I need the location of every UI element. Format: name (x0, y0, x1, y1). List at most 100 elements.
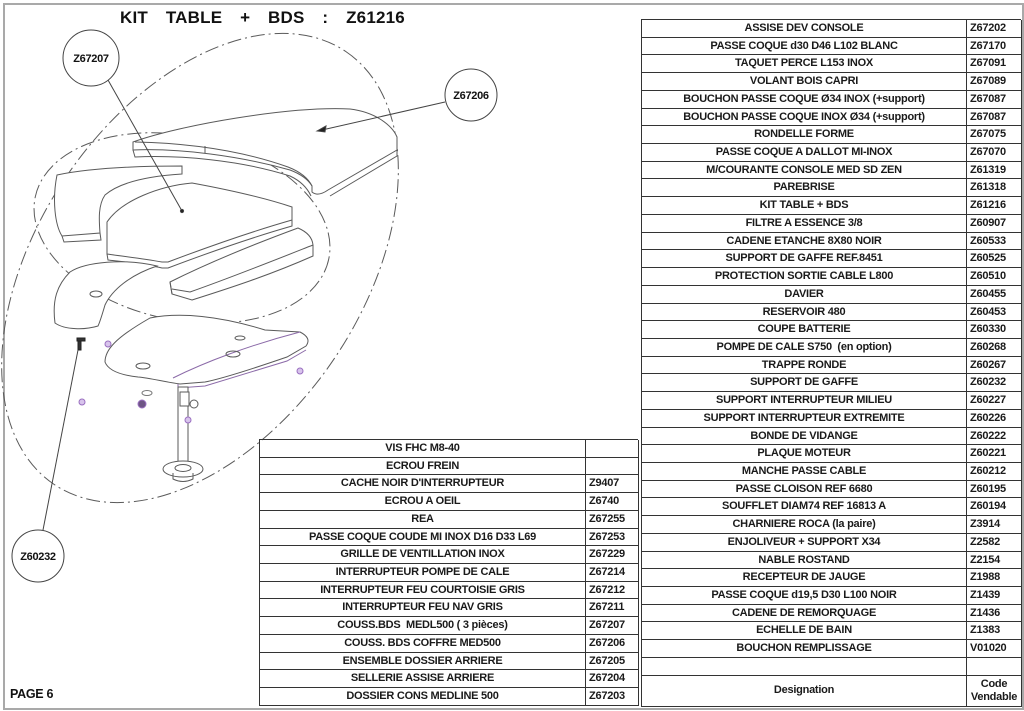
callout-z67207: Z67207 (62, 29, 120, 87)
table-row-designation: CADENE DE REMORQUAGE (642, 604, 967, 623)
table-row-designation: VIS FHC M8-40 (260, 440, 586, 458)
table-row-designation (642, 657, 967, 676)
table-row-designation: POMPE DE CALE S750 (en option) (642, 338, 967, 357)
table-row-designation: PASSE COQUE d30 D46 L102 BLANC (642, 37, 967, 56)
table-row-code: Z60525 (967, 250, 1022, 269)
table-row-code: Z1439 (967, 587, 1022, 605)
table-row-designation: TRAPPE RONDE (642, 356, 967, 375)
callout-z67206: Z67206 (444, 68, 498, 122)
table-row-designation: PASSE COQUE A DALLOT MI-INOX (642, 144, 967, 162)
table-row-code: Z67207 (586, 617, 639, 635)
table-row-designation: KIT TABLE + BDS (642, 197, 967, 215)
table-row-code: Z1988 (967, 569, 1022, 587)
column-header-code-line1: Code (980, 677, 1008, 690)
table-row-designation: CACHE NOIR D'INTERRUPTEUR (260, 475, 586, 494)
column-header-designation: Designation (642, 675, 967, 707)
table-row-designation: PASSE CLOISON REF 6680 (642, 480, 967, 499)
table-row-code: Z67206 (586, 634, 639, 653)
table-row-designation: SUPPORT INTERRUPTEUR EXTREMITE (642, 409, 967, 428)
table-row-designation: PASSE COQUE COUDE MI INOX D16 D33 L69 (260, 528, 586, 547)
column-header-code-line2: Vendable (970, 690, 1018, 703)
table-row-code: Z67205 (586, 652, 639, 671)
table-row-designation: CHARNIERE ROCA (la paire) (642, 516, 967, 534)
callout-z60232: Z60232 (11, 529, 65, 583)
table-row-code (586, 440, 639, 458)
table-row-designation: INTERRUPTEUR POMPE DE CALE (260, 564, 586, 582)
table-row-designation: NABLE ROSTAND (642, 551, 967, 570)
table-row-designation: SELLERIE ASSISE ARRIERE (260, 670, 586, 689)
exploded-view-drawing: Z67207 Z67206 Z60232 (1, 29, 498, 583)
table-row-designation: PAREBRISE (642, 179, 967, 198)
table-row-code: Z67087 (967, 90, 1022, 109)
table-row-designation: ASSISE DEV CONSOLE (642, 20, 967, 38)
table-row-designation: COUPE BATTERIE (642, 321, 967, 339)
table-row-code: Z60455 (967, 285, 1022, 304)
table-row-code: Z61318 (967, 179, 1022, 198)
table-row-designation: SUPPORT INTERRUPTEUR MILIEU (642, 392, 967, 410)
table-row-designation: ENJOLIVEUR + SUPPORT X34 (642, 533, 967, 552)
table-row-code: Z67087 (967, 108, 1022, 127)
table-row-designation: VOLANT BOIS CAPRI (642, 73, 967, 91)
table-row-code: Z67203 (586, 688, 639, 706)
table-row-designation: INTERRUPTEUR FEU COURTOISIE GRIS (260, 581, 586, 600)
table-top (104, 314, 309, 389)
table-row-designation: ENSEMBLE DOSSIER ARRIERE (260, 652, 586, 671)
table-row-code: Z3914 (967, 516, 1022, 534)
table-row-designation: BOUCHON PASSE COQUE Ø34 INOX (+support) (642, 90, 967, 109)
table-row-code: Z60267 (967, 356, 1022, 375)
callout-label: Z67206 (453, 90, 489, 102)
table-row-designation: SOUFFLET DIAM74 REF 16813 A (642, 498, 967, 517)
table-row-code: Z6740 (586, 493, 639, 511)
table-row-code: Z60221 (967, 445, 1022, 463)
table-row-designation: SUPPORT DE GAFFE REF.8451 (642, 250, 967, 269)
table-row-designation: BOUCHON PASSE COQUE INOX Ø34 (+support) (642, 108, 967, 127)
table-row-code: Z60232 (967, 374, 1022, 393)
table-row-designation: ECROU FREIN (260, 457, 586, 476)
leader-line-z67206 (321, 101, 446, 131)
table-row-code: Z9407 (586, 475, 639, 494)
table-row-designation: ECHELLE DE BAIN (642, 622, 967, 641)
leader-line-z67207 (107, 79, 183, 212)
callout-label: Z67207 (73, 53, 109, 65)
table-leaf-left (53, 261, 159, 330)
table-row-designation: PROTECTION SORTIE CABLE L800 (642, 268, 967, 286)
leader-arrow-z67206 (315, 125, 327, 133)
table-row-code: Z60510 (967, 268, 1022, 286)
hardware-parts (78, 340, 304, 424)
table-row-code: Z60195 (967, 480, 1022, 499)
table-row-designation: RONDELLE FORME (642, 126, 967, 145)
table-row-designation: M/COURANTE CONSOLE MED SD ZEN (642, 161, 967, 180)
page-title: KIT TABLE + BDS : Z61216 (120, 8, 405, 27)
table-row-code: Z60227 (967, 392, 1022, 410)
table-row-code: Z60907 (967, 214, 1022, 233)
table-row-designation: DOSSIER CONS MEDLINE 500 (260, 688, 586, 706)
table-row-code: Z60533 (967, 232, 1022, 251)
table-row-designation: COUSS. BDS COFFRE MED500 (260, 634, 586, 653)
table-row-code: Z67229 (586, 546, 639, 565)
table-row-code: Z60330 (967, 321, 1022, 339)
table-row-code: Z2582 (967, 533, 1022, 552)
table-row-designation: BOUCHON REMPLISSAGE (642, 640, 967, 658)
table-row-code: Z60226 (967, 409, 1022, 428)
table-row-code: Z61319 (967, 161, 1022, 180)
table-row-code: Z67204 (586, 670, 639, 689)
page-frame (3, 3, 1024, 710)
table-row-code: Z67255 (586, 510, 639, 529)
gaff-support-part (76, 337, 86, 351)
backrest-cushion (132, 108, 398, 197)
table-row-designation: ECROU A OEIL (260, 493, 586, 511)
table-row-code: Z67212 (586, 581, 639, 600)
table-row-designation: PASSE COQUE d19,5 D30 L100 NOIR (642, 587, 967, 605)
table-row-designation: CADENE ETANCHE 8X80 NOIR (642, 232, 967, 251)
table-row-code: Z67070 (967, 144, 1022, 162)
table-row-code: Z61216 (967, 197, 1022, 215)
table-row-designation: COUSS.BDS MEDL500 ( 3 pièces) (260, 617, 586, 635)
table-row-code: Z60268 (967, 338, 1022, 357)
leader-line-z60232 (42, 349, 79, 531)
table-row-designation: RECEPTEUR DE JAUGE (642, 569, 967, 587)
leader-dot-z67207 (179, 208, 185, 214)
table-row-code: Z60453 (967, 303, 1022, 322)
table-row-code (967, 657, 1022, 676)
